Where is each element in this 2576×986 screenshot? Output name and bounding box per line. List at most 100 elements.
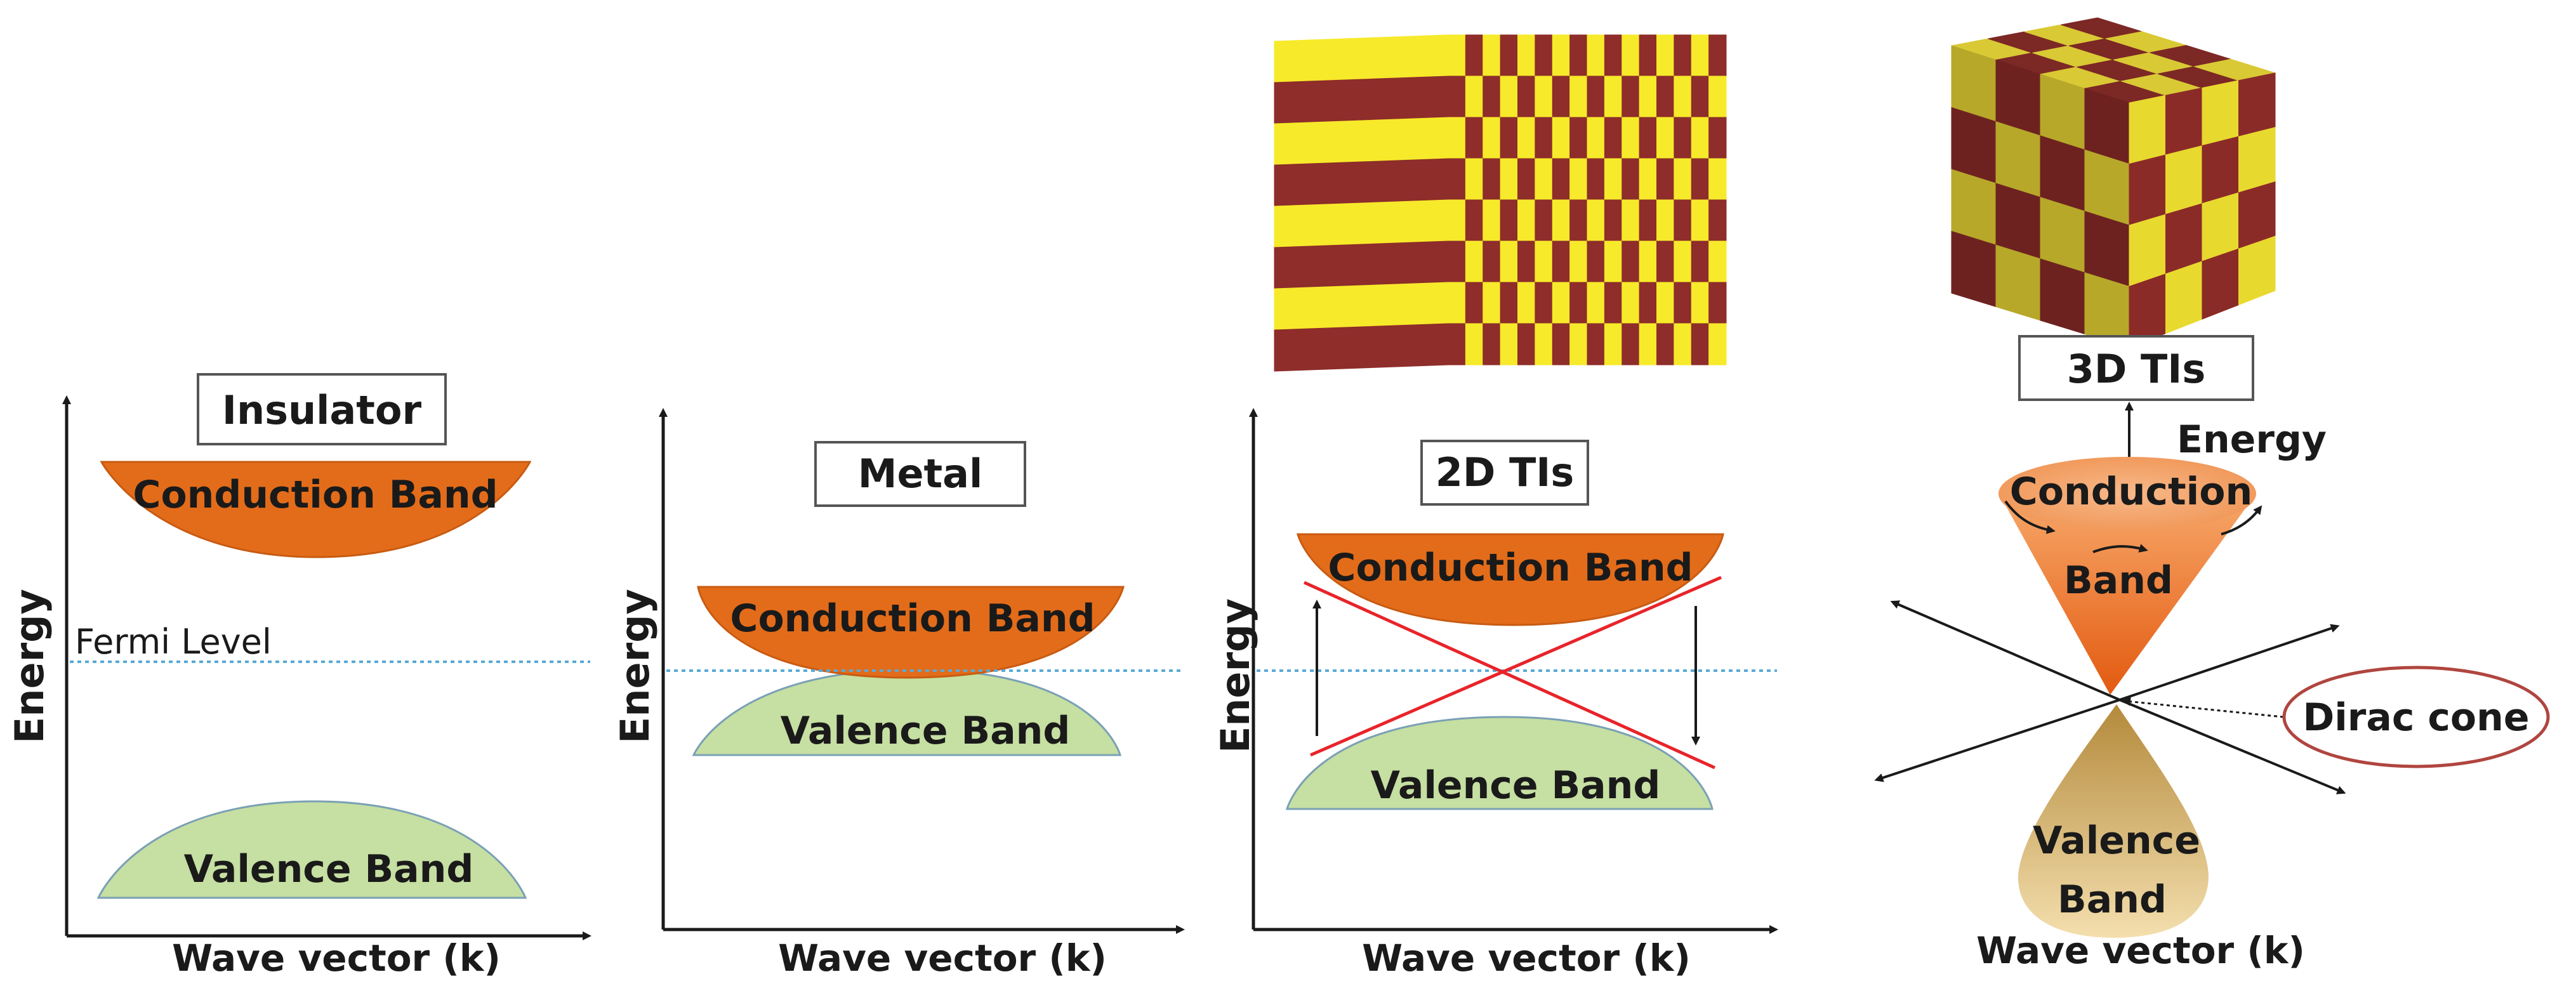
block-cell — [1691, 199, 1710, 242]
block-cell — [1674, 117, 1692, 159]
ti3d-k-axis — [1874, 699, 2120, 782]
metal-panel: Energy Wave vector (k) Metal Conduction … — [612, 408, 1185, 980]
block-cell — [1569, 282, 1588, 324]
block-cell — [1465, 199, 1484, 242]
cube-cell — [2202, 80, 2239, 147]
block-cell — [1639, 323, 1657, 365]
block-cell — [1569, 240, 1588, 283]
block-cell — [1552, 282, 1571, 324]
block-cell — [1569, 34, 1588, 77]
block-cell — [1569, 117, 1588, 159]
cube-cell — [2238, 72, 2276, 137]
block-cell — [1604, 34, 1623, 77]
block-cell — [1465, 240, 1484, 283]
ti3d-valence-label: Valence — [2033, 818, 2200, 863]
metal-valence-label: Valence Band — [781, 709, 1071, 753]
block-cell — [1708, 117, 1727, 159]
ti3d-dirac-label: Dirac cone — [2302, 695, 2529, 740]
block-cell — [1569, 76, 1588, 118]
block-cell — [1517, 34, 1536, 77]
block-cell — [1517, 240, 1536, 283]
ti2d-panel: Energy Wave vector (k) 2D TIs Conduction… — [1212, 408, 1778, 980]
block-cell — [1656, 34, 1675, 77]
insulator-title: Insulator — [222, 387, 422, 433]
ti2d-striped-block — [1274, 34, 1727, 372]
block-cell — [1465, 76, 1484, 118]
ti3d-spin-arrow — [2092, 544, 2148, 553]
block-stripe — [1274, 199, 1449, 248]
metal-x-axis-label: Wave vector (k) — [778, 937, 1107, 980]
block-stripe — [1274, 117, 1449, 166]
cube-cell — [2165, 87, 2203, 155]
block-cell — [1622, 76, 1640, 118]
block-cell — [1483, 240, 1501, 283]
cube-cell — [2238, 235, 2276, 306]
block-cell — [1656, 76, 1675, 118]
block-cell — [1639, 199, 1657, 242]
ti3d-spin-arrow — [2004, 500, 2056, 534]
ti3d-conduction-cone-rim — [1998, 457, 2256, 530]
ti2d-edge-state-line — [1303, 581, 1716, 770]
block-cell — [1500, 76, 1518, 118]
block-cell — [1448, 282, 1466, 324]
block-cell — [1483, 117, 1501, 159]
block-cell — [1535, 158, 1553, 200]
block-cell — [1535, 117, 1553, 159]
block-cell — [1483, 199, 1501, 242]
block-cell — [1483, 34, 1501, 77]
block-cell — [1448, 240, 1466, 283]
block-cell — [1604, 240, 1623, 283]
ti2d-title: 2D TIs — [1436, 449, 1574, 496]
block-cell — [1622, 240, 1640, 283]
block-cell — [1708, 34, 1727, 77]
block-stripe — [1274, 282, 1449, 331]
ti2d-edge-state-line — [1310, 575, 1722, 757]
block-cell — [1500, 323, 1518, 365]
insulator-valence-label: Valence Band — [184, 847, 474, 891]
block-cell — [1569, 158, 1588, 200]
block-cell — [1691, 117, 1710, 159]
block-cell — [1483, 282, 1501, 324]
block-cell — [1465, 117, 1484, 159]
block-stripe — [1274, 34, 1449, 83]
insulator-conduction-label: Conduction Band — [133, 473, 498, 517]
block-cell — [1552, 323, 1571, 365]
block-cell — [1448, 117, 1466, 159]
block-cell — [1500, 117, 1518, 159]
block-cell — [1604, 323, 1623, 365]
ti2d-valence-band — [1286, 716, 1714, 810]
block-stripe — [1274, 323, 1449, 372]
block-cell — [1552, 34, 1571, 77]
block-cell — [1604, 76, 1623, 118]
metal-title-box — [814, 441, 1026, 507]
block-cell — [1552, 199, 1571, 242]
block-cell — [1448, 76, 1466, 118]
block-cell — [1691, 240, 1710, 283]
block-cell — [1483, 323, 1501, 365]
block-cell — [1656, 117, 1675, 159]
ti3d-x-axis-label: Wave vector (k) — [1976, 929, 2305, 972]
block-cell — [1552, 158, 1571, 200]
block-cell — [1535, 76, 1553, 118]
block-cell — [1587, 34, 1605, 77]
ti3d-title: 3D TIs — [2067, 346, 2205, 392]
cube-cell — [2129, 95, 2166, 165]
block-cell — [1552, 76, 1571, 118]
block-cell — [1639, 34, 1657, 77]
block-cell — [1604, 199, 1623, 242]
block-cell — [1604, 282, 1623, 324]
block-cell — [1622, 158, 1640, 200]
ti3d-k-axis — [2119, 624, 2340, 701]
block-cell — [1656, 323, 1675, 365]
ti3d-title-box — [2018, 335, 2254, 401]
block-cell — [1674, 282, 1692, 324]
block-cell — [1465, 323, 1484, 365]
block-cell — [1500, 199, 1518, 242]
block-cell — [1448, 34, 1466, 77]
block-cell — [1691, 34, 1710, 77]
block-cell — [1674, 158, 1692, 200]
block-cell — [1656, 282, 1675, 324]
block-cell — [1587, 323, 1605, 365]
block-cell — [1639, 117, 1657, 159]
